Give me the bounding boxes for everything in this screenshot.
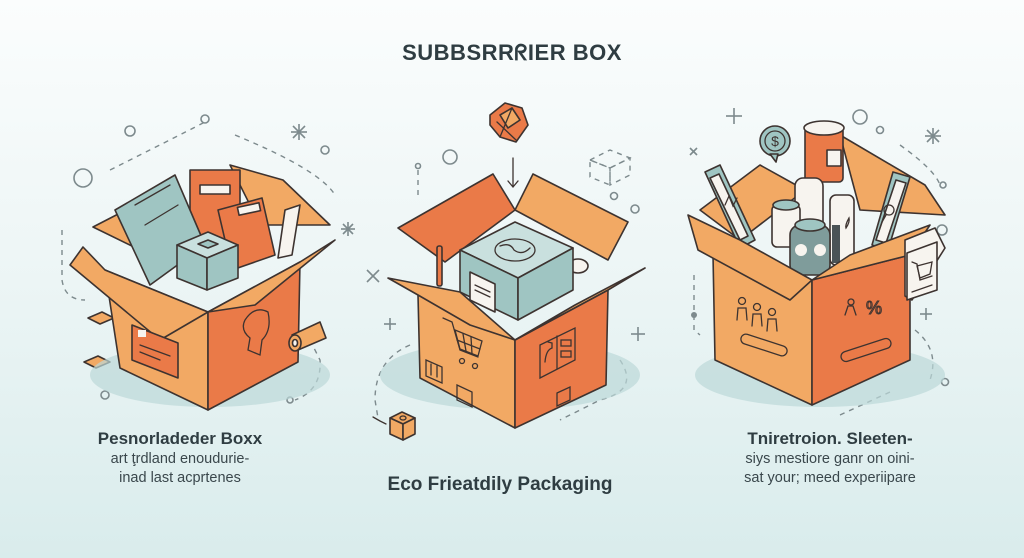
small-block-icon — [87, 311, 115, 325]
panel-right-line-1: siys mestiore ganr on oini- — [745, 451, 915, 467]
panel-center-heading: Eco Frieatdily Packaging — [387, 474, 613, 495]
slot-handle-icon — [740, 333, 788, 357]
globe-icon — [494, 238, 536, 262]
outline-box-icon — [588, 149, 632, 187]
panel-right-caption: Tniretroion. Sleeten- siys mestiore ganr… — [690, 428, 970, 488]
label-card-icon — [131, 324, 179, 379]
sparkle-icon — [291, 124, 307, 140]
panel-center-caption: Eco Frieatdily Packaging — [340, 474, 660, 496]
shopping-cart-icon — [442, 317, 483, 370]
scroll-roll-icon — [288, 321, 327, 352]
subscription-box-illustration: $ — [687, 108, 950, 416]
circle-decor-icon — [200, 114, 210, 124]
panel-left-caption: Pesnorladeder Boxx art ţrdland enoudurie… — [60, 428, 300, 488]
tape-patch-icon — [556, 385, 571, 408]
sparkle-icon — [925, 128, 941, 144]
panel-left-line-2: inad last acprtenes — [119, 470, 241, 486]
circle-decor-icon — [124, 125, 136, 137]
straw-icon — [436, 245, 443, 287]
paper-label-icon — [469, 271, 496, 313]
hand-tag-icon — [242, 309, 270, 356]
cart-tag-icon — [904, 227, 946, 301]
wrapped-gift-icon — [489, 102, 529, 143]
circle-decor-icon — [320, 145, 330, 155]
spray-bottle-icon — [539, 326, 576, 380]
tape-patch-icon — [456, 383, 473, 409]
circle-decor-icon — [73, 168, 93, 188]
people-icon — [736, 296, 778, 332]
personalized-box-illustration — [61, 114, 355, 411]
sparkle-icon — [341, 222, 355, 236]
circle-decor-icon — [852, 109, 868, 125]
percent-icon: % — [844, 298, 883, 319]
page-title: SUBBSRRᖇIER BOX — [402, 40, 622, 65]
round-container-icon — [789, 218, 831, 276]
svg-text:$: $ — [771, 133, 779, 149]
panel-right-line-2: sat your; meed experiipare — [744, 470, 916, 486]
pencil-icon — [277, 204, 301, 259]
jar-icon — [803, 120, 845, 183]
this-side-up-icon — [425, 359, 443, 384]
svg-text:%: % — [866, 298, 882, 318]
smartphone-icon — [704, 164, 756, 249]
circle-decor-icon — [442, 149, 458, 165]
panel-left-heading: Pesnorladeder Boxx — [97, 429, 263, 448]
sparkle-icon — [366, 269, 380, 283]
eco-packaging-illustration — [366, 102, 646, 441]
tube-bottle-icon — [829, 194, 855, 266]
dollar-bubble-icon: $ — [759, 125, 791, 163]
circle-decor-icon — [100, 390, 110, 400]
small-box-icon — [389, 411, 416, 441]
slot-handle-icon — [840, 337, 892, 363]
panel-left-line-1: art ţrdland enoudurie- — [110, 451, 250, 467]
panel-right-heading: Tniretroion. Sleeten- — [747, 429, 913, 448]
